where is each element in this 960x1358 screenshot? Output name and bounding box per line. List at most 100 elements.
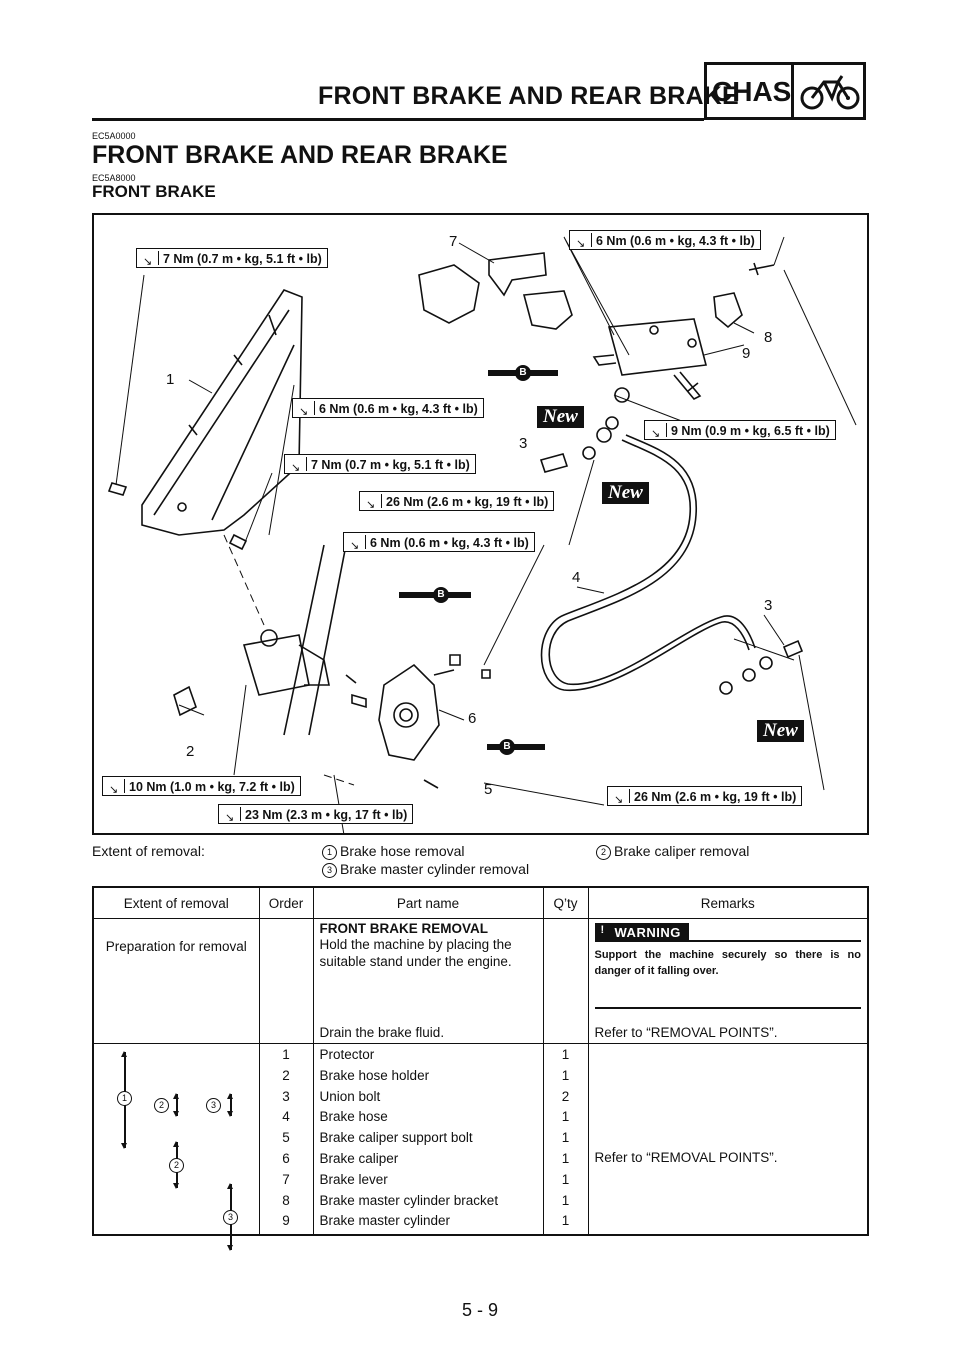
torque-label: ↘26 Nm (2.6 m • kg, 19 ft • lb) xyxy=(359,491,555,511)
list-item: 6 xyxy=(282,1150,290,1166)
grease-mark: B xyxy=(487,739,545,755)
parts-rows: 1 2 3 2 3 1 2 3 4 5 6 7 8 9 xyxy=(93,1043,868,1251)
warning-text: Support the machine securely so there is… xyxy=(594,949,862,977)
list-item: 1 xyxy=(561,1130,570,1146)
new-part-badge: New xyxy=(757,720,804,742)
torque-label: ↘6 Nm (0.6 m • kg, 4.3 ft • lb) xyxy=(569,230,761,250)
callout-4: 4 xyxy=(572,569,581,586)
callout-2: 2 xyxy=(186,743,195,760)
page-title: FRONT BRAKE AND REAR BRAKE xyxy=(92,141,508,169)
list-item: Brake caliper support bolt xyxy=(319,1130,473,1146)
torque-wrench-icon: ↘ xyxy=(651,428,661,440)
list-item: 1 xyxy=(561,1109,570,1125)
page-header-title: FRONT BRAKE AND REAR BRAKE xyxy=(318,82,739,110)
list-item: Protector xyxy=(319,1047,375,1062)
extent-marker: 1 xyxy=(117,1091,132,1106)
section-title: FRONT BRAKE xyxy=(92,182,216,201)
column-header: Order xyxy=(258,886,314,919)
list-item: 1 xyxy=(561,1150,570,1166)
torque-wrench-icon: ↘ xyxy=(291,462,301,474)
section-tag-box xyxy=(704,62,866,120)
torque-label: ↘10 Nm (1.0 m • kg, 7.2 ft • lb) xyxy=(102,776,301,796)
torque-label: ↘6 Nm (0.6 m • kg, 4.3 ft • lb) xyxy=(292,398,484,418)
header-rule xyxy=(92,118,704,121)
list-item: Brake hose holder xyxy=(319,1067,430,1083)
prep-text: Hold the machine by placing the suitable… xyxy=(319,937,512,969)
table-header-row: Extent of removal Order Part name Q’ty R… xyxy=(92,886,869,919)
callout-6: 6 xyxy=(468,710,477,727)
extent-marker: 2 xyxy=(169,1158,184,1173)
section-tag-divider xyxy=(791,62,794,120)
column-header: Remarks xyxy=(587,886,869,919)
extent-marker: 3 xyxy=(206,1098,221,1113)
extent-marker: 2 xyxy=(154,1098,169,1113)
extent-range-arrow xyxy=(227,1093,233,1117)
list-item: 7 xyxy=(282,1171,290,1187)
torque-label: ↘7 Nm (0.7 m • kg, 5.1 ft • lb) xyxy=(284,454,476,474)
list-item: Brake master cylinder bracket xyxy=(319,1192,499,1208)
remarks-cell: Refer to “REMOVAL POINTS”. xyxy=(594,1150,778,1165)
torque-label: ↘7 Nm (0.7 m • kg, 5.1 ft • lb) xyxy=(136,248,328,268)
list-item: Union bolt xyxy=(319,1088,381,1104)
warning-rule xyxy=(594,1007,861,1009)
torque-wrench-icon: ↘ xyxy=(225,812,235,824)
column-header: Extent of removal xyxy=(92,886,260,919)
section-title-cell: FRONT BRAKE REMOVAL xyxy=(319,921,489,936)
list-item: 8 xyxy=(282,1192,290,1208)
torque-wrench-icon: ↘ xyxy=(350,540,360,552)
torque-wrench-icon: ↘ xyxy=(366,499,376,511)
grease-mark: B xyxy=(488,365,558,381)
circled-number: 3 xyxy=(322,863,337,878)
section-code: EC5A0000 xyxy=(92,131,136,141)
list-item: 1 xyxy=(561,1171,570,1187)
callout-3: 3 xyxy=(764,597,773,614)
callout-3: 3 xyxy=(519,435,528,452)
motorcycle-icon xyxy=(800,75,860,110)
torque-label: ↘26 Nm (2.6 m • kg, 19 ft • lb) xyxy=(607,786,803,806)
column-header: Q’ty xyxy=(542,886,589,919)
list-item: 1 xyxy=(561,1067,570,1083)
list-item: 1 xyxy=(282,1047,290,1062)
column-header: Part name xyxy=(312,886,544,919)
section-tag: CHAS xyxy=(712,76,792,107)
list-item: Brake master cylinder xyxy=(319,1213,451,1229)
list-item: 2 xyxy=(282,1067,290,1083)
diagram-drawing xyxy=(107,236,857,833)
list-item: 4 xyxy=(282,1109,290,1125)
removal-table: Extent of removal Order Part name Q’ty R… xyxy=(92,886,869,1251)
list-item: 1 xyxy=(561,1047,570,1062)
list-item: 9 xyxy=(282,1213,290,1229)
prep-label: Preparation for removal xyxy=(105,939,247,954)
torque-label: ↘9 Nm (0.9 m • kg, 6.5 ft • lb) xyxy=(644,420,836,440)
torque-wrench-icon: ↘ xyxy=(614,794,624,806)
circled-number: 1 xyxy=(322,845,337,860)
new-part-badge: New xyxy=(602,482,649,504)
circled-number: 2 xyxy=(596,845,611,860)
torque-wrench-icon: ↘ xyxy=(143,256,153,268)
extent-label: Extent of removal: xyxy=(92,843,205,859)
prep-row: Preparation for removal FRONT BRAKE REMO… xyxy=(93,918,868,1044)
list-item: Brake caliper xyxy=(319,1150,399,1166)
drain-text: Drain the brake fluid. xyxy=(319,1025,445,1040)
exploded-diagram: ↘7 Nm (0.7 m • kg, 5.1 ft • lb) ↘6 Nm (0… xyxy=(92,213,869,835)
list-item: 3 xyxy=(282,1088,290,1104)
list-item: 1 xyxy=(561,1213,570,1229)
subsection-code: EC5A8000 xyxy=(92,173,136,183)
torque-wrench-icon: ↘ xyxy=(576,238,586,250)
warning-rule xyxy=(594,940,861,942)
callout-1: 1 xyxy=(166,371,175,388)
torque-wrench-icon: ↘ xyxy=(299,406,309,418)
list-item: Brake hose xyxy=(319,1109,388,1125)
extent-range-arrow xyxy=(173,1093,179,1117)
extent-marker: 3 xyxy=(223,1210,238,1225)
grease-mark: B xyxy=(399,587,471,603)
callout-5: 5 xyxy=(484,781,493,798)
new-part-badge: New xyxy=(537,406,584,428)
warning-badge: WARNING xyxy=(594,923,689,941)
torque-label: ↘6 Nm (0.6 m • kg, 4.3 ft • lb) xyxy=(343,532,535,552)
page-number: 5 - 9 xyxy=(461,1300,499,1320)
torque-label: ↘23 Nm (2.3 m • kg, 17 ft • lb) xyxy=(218,804,414,824)
